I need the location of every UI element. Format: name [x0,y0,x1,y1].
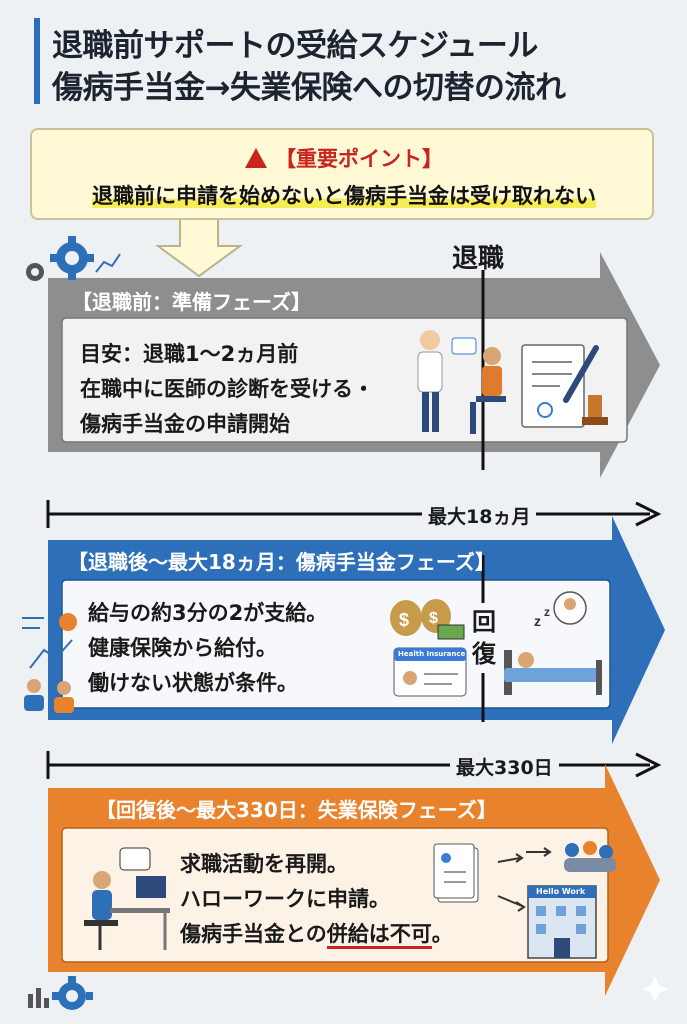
timeline2-label: 最大330日 [450,753,559,780]
sparkle-icon [642,976,668,1002]
phase3-title: 【回復後〜最大330日：失業保険フェーズ】 [96,798,497,822]
phase2-line: 働けない状態が条件。 [88,671,298,695]
title-accent-bar [34,18,40,104]
phase1-description: 目安：退職1〜2ヵ月前 在職中に医師の診断を受ける・ 傷病手当金の申請開始 [80,337,374,442]
small-gear-icon [26,263,44,281]
mini-chart-icon [95,253,121,273]
timeline1-arrowhead-icon [635,501,662,527]
page-title-line2: 傷病手当金→失業保険への切替の流れ [52,70,566,106]
hello-work-building-icon [527,885,597,959]
people-icon [24,679,74,713]
doctor-patient-icon [417,330,506,434]
svg-text:z: z [534,613,541,629]
direction-arrows-icon [497,847,552,912]
warning-icon [245,148,267,168]
important-text: 退職前に申請を始めないと傷病手当金は受け取れない [92,184,596,208]
retirement-marker-label: 退職 [452,244,505,274]
phase3-line: 傷病手当金との併給は不可。 [180,917,453,952]
phase3-line: ハローワークに申請。 [180,887,390,911]
phase1-line: 傷病手当金の申請開始 [80,412,290,436]
phase1-panel [61,317,628,443]
phase2-title: 【退職後〜最大18ヵ月：傷病手当金フェーズ】 [68,550,495,574]
page-title-line1: 退職前サポートの受給スケジュール [52,28,538,64]
insurance-card-icon [393,647,467,697]
important-heading: 【重要ポイント】 [32,143,656,173]
timeline1-label: 最大18ヵ月 [422,502,537,529]
money-bag-icon: $ $ [390,599,465,640]
group-people-icon [564,841,616,872]
phase3-line: 求職活動を再開。 [180,852,348,876]
timeline2-arrowhead-icon [635,752,662,778]
worker-desk-icon [84,847,170,950]
bottom-gear-icon [52,976,93,1010]
down-arrow-icon [154,217,244,278]
phase3-description: 求職活動を再開。 ハローワークに申請。 傷病手当金との併給は不可。 [180,847,453,952]
insurance-card-label: Health Insurance [398,650,466,658]
hello-work-label: Hello Work [536,887,586,896]
sleeping-patient-icon: z z [504,591,602,695]
svg-text:z: z [544,605,550,619]
phase2-line: 健康保険から給付。 [88,636,277,660]
document-pen-icon [521,344,608,428]
phase2-description: 給与の約3分の2が支給。 健康保険から給付。 働けない状態が条件。 [88,596,327,701]
svg-text:$: $ [399,610,409,630]
no-concurrent-highlight: 併給は不可 [326,922,432,949]
gear-icon [50,236,94,280]
phase1-title: 【退職前：準備フェーズ】 [72,290,311,314]
phase2-line: 給与の約3分の2が支給。 [88,601,328,625]
important-point-box: 【重要ポイント】 退職前に申請を始めないと傷病手当金は受け取れない [30,128,654,220]
analytics-icon [22,613,77,669]
recovery-marker-label: 回 復 [470,606,498,670]
phase1-line: 目安：退職1〜2ヵ月前 [80,342,299,366]
svg-text:$: $ [429,610,438,627]
phase1-line: 在職中に医師の診断を受ける・ [80,377,374,401]
bottom-chart-icon [28,988,49,1008]
resume-documents-icon [433,843,479,903]
